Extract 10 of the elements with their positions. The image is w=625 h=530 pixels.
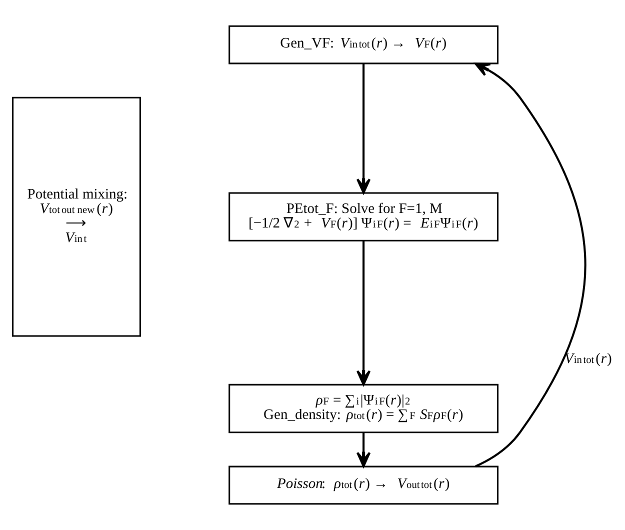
node-box: PEtot_F: Solve for F=1, M [−1/2 ∇2 + VF(r)] ΨiF(r) = EiFΨiF(r) [228, 192, 498, 242]
node-box: Potential mixing: Vtotout new(r) ⟶ Vint [12, 96, 141, 337]
arrow [356, 240, 371, 386]
arrow [356, 432, 371, 468]
arrow [474, 62, 586, 468]
arrow [356, 64, 371, 194]
node-box: Poisson: ρtot(r) → Vouttot(r) [228, 466, 498, 505]
edge-label: Vintot(r) [564, 351, 612, 368]
node-box: ρF = ∑i|ΨiF(r)|2 Gen_density: ρtot(r) = ∑F SFρF(r) [228, 384, 498, 434]
node-box: Gen_VF: Vintot(r) → VF(r) [228, 25, 498, 64]
